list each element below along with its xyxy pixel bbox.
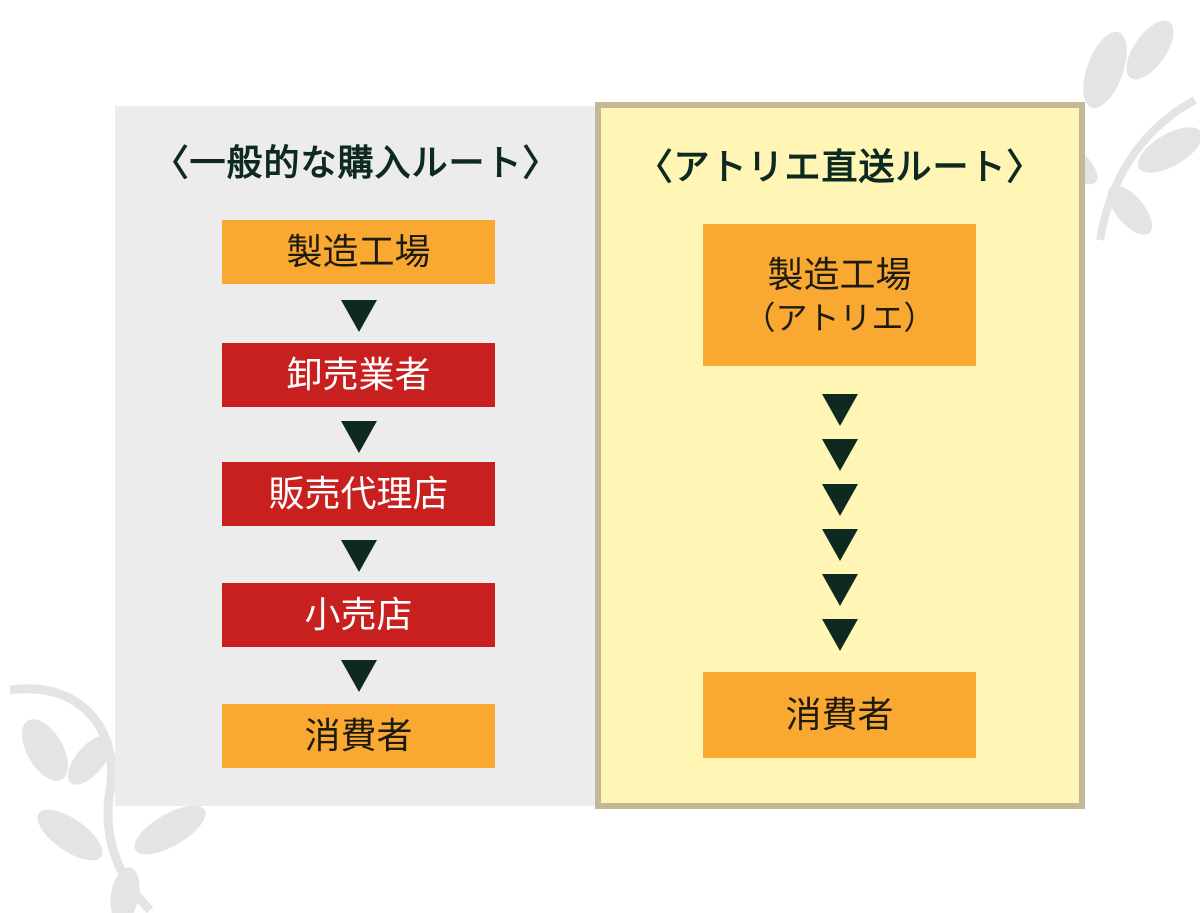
down-arrow-icon	[341, 660, 377, 692]
general-route-title: 〈一般的な購入ルート〉	[152, 143, 560, 184]
down-arrow-icon	[822, 484, 858, 516]
step-sublabel: （アトリエ）	[743, 298, 936, 337]
down-arrow-icon	[822, 619, 858, 651]
step-label: 消費者	[304, 715, 413, 757]
step-consumer: 消費者	[222, 704, 495, 768]
step-manufacturer: 製造工場	[222, 220, 495, 284]
step-label: 製造工場	[767, 254, 912, 296]
down-arrow-icon	[822, 439, 858, 471]
step-retailer: 小売店	[222, 583, 495, 647]
down-arrow-icon	[822, 529, 858, 561]
down-arrow-icon	[822, 574, 858, 606]
leaf-ornament-bottom-left	[9, 684, 206, 913]
atelier-route-panel: 〈アトリエ直送ルート〉 製造工場 （アトリエ） 消費者	[595, 102, 1085, 809]
general-route-panel: 〈一般的な購入ルート〉 製造工場 卸売業者 販売代理店 小売店 消費者	[115, 106, 597, 806]
down-arrow-icon	[341, 540, 377, 572]
step-sales-agent: 販売代理店	[222, 462, 495, 526]
atelier-route-title: 〈アトリエ直送ルート〉	[636, 147, 1044, 188]
step-manufacturer-atelier: 製造工場 （アトリエ）	[703, 224, 976, 366]
step-consumer: 消費者	[703, 672, 976, 758]
down-arrow-icon	[341, 421, 377, 453]
step-wholesaler: 卸売業者	[222, 343, 495, 407]
step-label: 消費者	[785, 694, 894, 736]
down-arrow-icon	[341, 300, 377, 332]
step-label: 小売店	[304, 594, 413, 636]
step-label: 販売代理店	[268, 473, 449, 515]
step-label: 卸売業者	[286, 354, 431, 396]
step-label: 製造工場	[286, 231, 431, 273]
down-arrow-icon	[822, 394, 858, 426]
